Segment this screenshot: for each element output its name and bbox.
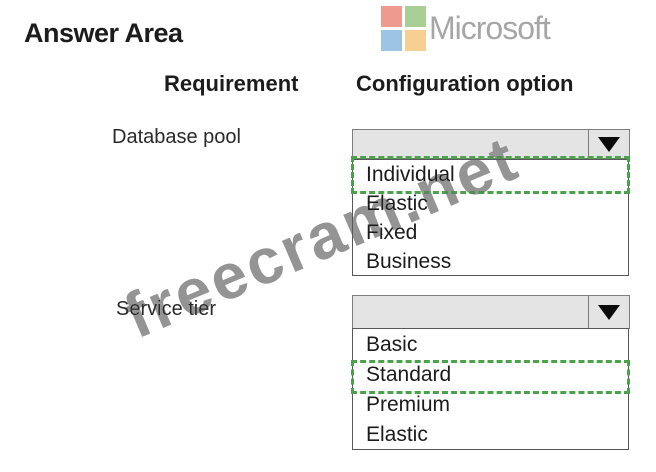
option-fixed[interactable]: Fixed <box>366 221 418 244</box>
database-pool-options-list: Individual Elastic Fixed Business <box>351 156 630 276</box>
option-standard[interactable]: Standard <box>366 363 452 386</box>
microsoft-logo-squares <box>381 6 426 51</box>
logo-square-green <box>405 6 426 27</box>
option-premium[interactable]: Premium <box>366 393 451 416</box>
microsoft-logo: Microsoft <box>381 6 641 56</box>
logo-square-red <box>381 6 402 27</box>
logo-square-orange <box>405 30 426 51</box>
column-header-configuration-option: Configuration option <box>356 71 574 96</box>
microsoft-logo-text: Microsoft <box>429 10 551 46</box>
service-tier-dropdown-arrow-button[interactable] <box>588 296 629 328</box>
option-basic[interactable]: Basic <box>366 333 418 356</box>
option-business[interactable]: Business <box>366 250 452 273</box>
option-elastic[interactable]: Elastic <box>366 192 428 215</box>
row-label-service-tier: Service tier <box>116 298 217 320</box>
row-label-database-pool: Database pool <box>112 126 241 148</box>
answer-area-title: Answer Area <box>24 18 183 48</box>
caret-down-icon <box>598 136 620 152</box>
service-tier-options-list: Basic Standard Premium Elastic <box>351 328 630 450</box>
logo-square-blue <box>381 30 402 51</box>
caret-down-icon <box>598 304 620 320</box>
service-tier-dropdown[interactable] <box>352 295 630 329</box>
service-tier-dropdown-value[interactable] <box>353 296 588 328</box>
option-elastic-2[interactable]: Elastic <box>366 423 428 446</box>
database-pool-dropdown[interactable] <box>352 129 630 159</box>
column-header-requirement: Requirement <box>164 71 299 96</box>
option-individual[interactable]: Individual <box>366 163 455 186</box>
database-pool-dropdown-value[interactable] <box>353 130 588 158</box>
database-pool-dropdown-arrow-button[interactable] <box>588 130 629 158</box>
